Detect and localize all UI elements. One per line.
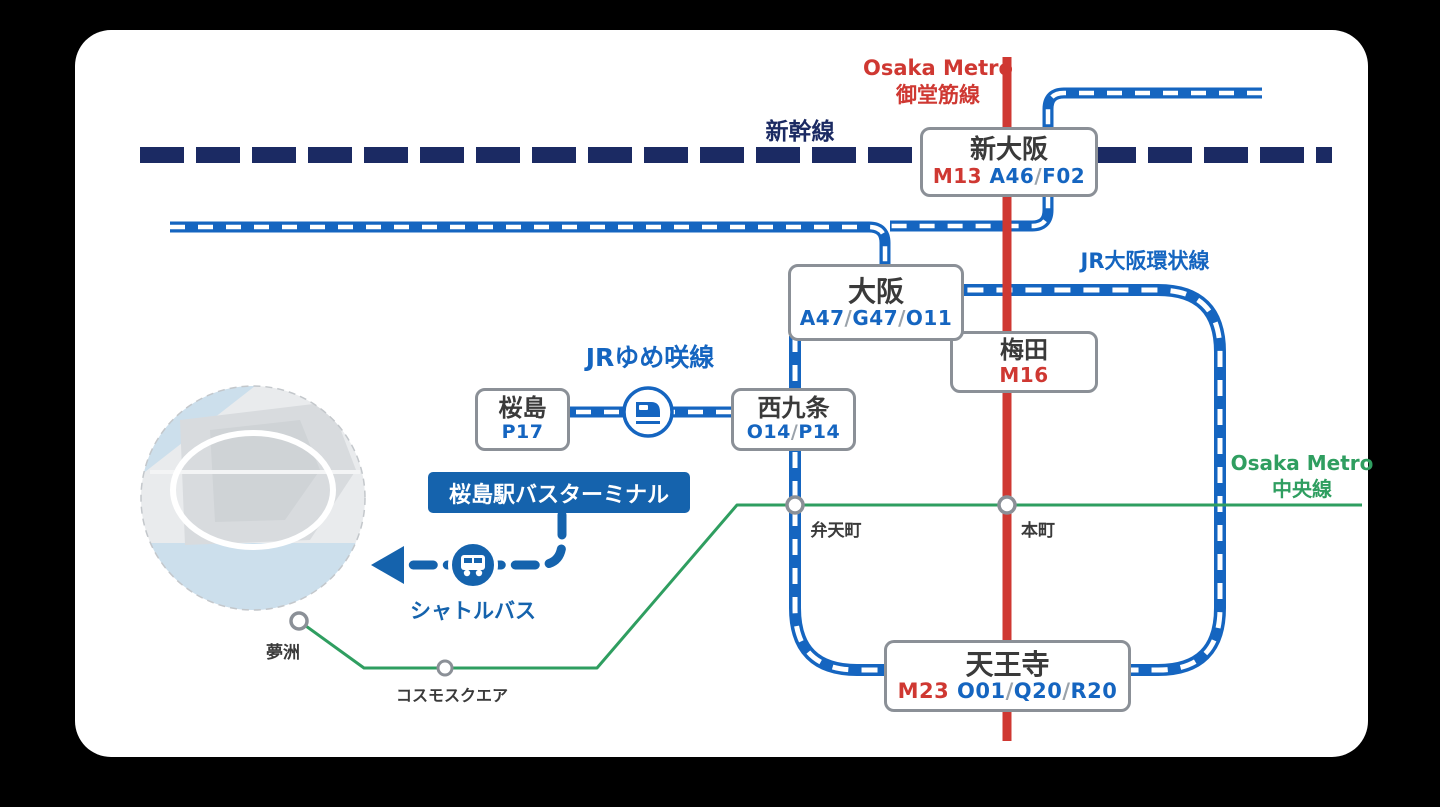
station-box-nishikujo: 西九条 O14/P14 [731,388,856,451]
jr-osaka-loop-line [789,284,1226,676]
station-code-segment: P17 [501,421,544,444]
yumeshima-station-marker [289,611,309,631]
station-code-segment: / [898,305,906,330]
shuttle-bus-route [399,510,567,570]
cosmosquare-station-marker [436,659,454,677]
jr-kobe-line [170,221,891,300]
chuo-line-label: Osaka Metro 中央線 [1231,450,1374,502]
loop-line-label: JR大阪環状線 [1080,249,1210,273]
midosuji-line-label: Osaka Metro 御堂筋線 [863,55,1013,110]
train-icon [622,386,674,438]
station-box-tennoji: 天王寺 M23 O01/Q20/R20 [884,640,1131,712]
station-code-segment: / [1005,678,1014,703]
hommachi-station-marker [997,495,1017,515]
osaka-station-codes: A47/G47/O11 [800,307,953,329]
chuo-line [298,503,1362,670]
station-box-shinosaka: 新大阪 M13 A46/F02 [920,127,1098,197]
shuttle-bus-label: シャトルバス [410,599,536,623]
bentencho-station-marker [785,495,805,515]
station-code-segment: P14 [798,421,841,444]
station-code-segment: / [1062,678,1071,703]
shuttle-bus-icon [448,540,498,590]
bentencho-station-label: 弁天町 [810,521,862,541]
station-code-segment: M23 [897,678,958,703]
sakurajima-station-codes: P17 [502,422,544,443]
umeda-station-codes: M16 [999,364,1048,386]
nishikujo-station-codes: O14/P14 [747,422,840,443]
shinosaka-station-codes: M13 A46/F02 [933,165,1085,187]
chuo-line-label-en: Osaka Metro [1230,451,1374,475]
yumesaki-line-label: JRゆめ咲線 [585,343,715,372]
sakurajima-station-name: 桜島 [498,394,547,423]
station-box-osaka: 大阪 A47/G47/O11 [788,264,964,341]
shinkansen-line-label: 新幹線 [765,119,835,145]
tennoji-station-codes: M23 O01/Q20/R20 [897,678,1118,704]
yumeshima-station-label: 夢洲 [266,643,300,663]
osaka-station-name: 大阪 [847,274,904,308]
chuo-line-label-jp: 中央線 [1271,477,1332,501]
station-code-segment: R20 [1070,678,1118,703]
station-code-segment: O01 [957,678,1006,703]
station-code-segment: M16 [999,363,1049,388]
station-code-segment: Q20 [1013,678,1063,703]
cosmosquare-station-label: コスモスクエア [395,686,509,705]
yumeshima-island-illustration [140,385,366,611]
shuttle-arrow-icon [371,546,404,584]
station-box-sakurajima: 桜島 P17 [475,388,570,451]
midosuji-line-label-jp: 御堂筋線 [896,83,980,108]
station-code-segment: / [1034,164,1043,189]
station-code-segment: G47 [852,305,899,330]
shinosaka-station-name: 新大阪 [969,135,1048,166]
hommachi-station-label: 本町 [1021,521,1055,541]
station-code-segment: O11 [905,305,953,330]
midosuji-line-label-en: Osaka Metro [863,56,1013,80]
station-code-segment: / [844,305,853,330]
umeda-station-name: 梅田 [1000,336,1048,365]
station-code-segment: A46 [989,164,1035,189]
station-code-segment: M13 [932,164,990,189]
station-code-segment: / [790,421,799,444]
sakurajima-bus-terminal-banner: 桜島駅バスターミナル [428,472,690,513]
nishikujo-station-name: 西九条 [757,394,830,423]
station-code-segment: O14 [746,421,791,444]
station-code-segment: F02 [1042,164,1086,189]
tennoji-station-name: 天王寺 [965,647,1050,681]
station-code-segment: A47 [799,305,845,330]
station-box-umeda: 梅田 M16 [950,331,1098,393]
